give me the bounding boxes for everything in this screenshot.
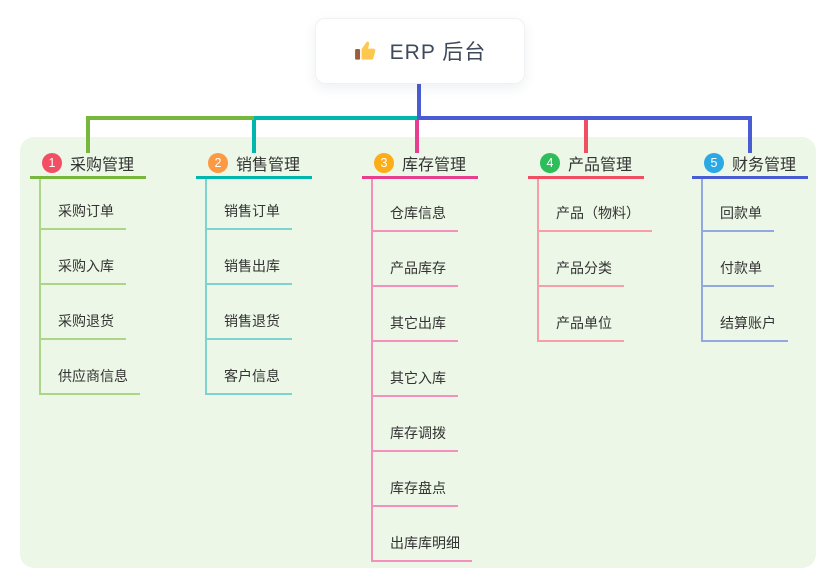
branch-node-product[interactable]: 4 产品管理 bbox=[528, 150, 644, 179]
child-node[interactable]: 产品（物料） bbox=[537, 179, 652, 232]
child-label: 库存盘点 bbox=[390, 480, 446, 496]
child-label: 客户信息 bbox=[224, 368, 280, 384]
branch-number-badge: 4 bbox=[539, 153, 560, 173]
branch-sales: 2 销售管理 销售订单 销售出库 销售退货 客户信息 bbox=[196, 150, 312, 395]
branch-product: 4 产品管理 产品（物料） 产品分类 产品单位 bbox=[528, 150, 652, 342]
branch-number-badge: 3 bbox=[373, 153, 394, 173]
child-label: 产品单位 bbox=[556, 315, 612, 331]
branch-node-purchase[interactable]: 1 采购管理 bbox=[30, 150, 146, 179]
branch-label: 销售管理 bbox=[235, 157, 300, 174]
child-node[interactable]: 产品分类 bbox=[537, 232, 624, 287]
branch-label: 库存管理 bbox=[401, 157, 466, 174]
root-label: ERP 后台 bbox=[389, 41, 487, 64]
branch-label: 产品管理 bbox=[567, 157, 632, 174]
child-label: 结算账户 bbox=[720, 315, 776, 331]
branch-node-sales[interactable]: 2 销售管理 bbox=[196, 150, 312, 179]
child-node[interactable]: 采购退货 bbox=[39, 285, 126, 340]
child-label: 采购入库 bbox=[58, 258, 114, 274]
child-node[interactable]: 销售退货 bbox=[205, 285, 292, 340]
child-label: 其它出库 bbox=[390, 315, 446, 331]
branch-children: 回款单 付款单 结算账户 bbox=[701, 179, 808, 342]
child-label: 销售出库 bbox=[224, 258, 280, 274]
child-label: 库存调拨 bbox=[390, 425, 446, 441]
branch-finance: 5 财务管理 回款单 付款单 结算账户 bbox=[692, 150, 808, 342]
child-node[interactable]: 产品单位 bbox=[537, 287, 624, 342]
branch-number-badge: 1 bbox=[41, 153, 62, 173]
child-node[interactable]: 客户信息 bbox=[205, 340, 292, 395]
child-label: 销售订单 bbox=[224, 203, 280, 219]
child-node[interactable]: 库存调拨 bbox=[371, 397, 458, 452]
branch-node-finance[interactable]: 5 财务管理 bbox=[692, 150, 808, 179]
child-node[interactable]: 库存盘点 bbox=[371, 452, 458, 507]
connector-drop-purchase bbox=[86, 118, 90, 153]
connector-horizontal-green bbox=[86, 116, 256, 120]
child-node[interactable]: 采购入库 bbox=[39, 230, 126, 285]
connector-drop-product bbox=[584, 118, 588, 153]
child-label: 产品（物料） bbox=[556, 205, 640, 221]
child-node[interactable]: 供应商信息 bbox=[39, 340, 140, 395]
child-label: 回款单 bbox=[720, 205, 762, 221]
thumbs-up-icon bbox=[354, 38, 380, 64]
child-node[interactable]: 仓库信息 bbox=[371, 179, 458, 232]
root-node[interactable]: ERP 后台 bbox=[315, 18, 525, 84]
connector-drop-inventory bbox=[415, 118, 419, 153]
child-label: 供应商信息 bbox=[58, 368, 128, 384]
child-label: 出库库明细 bbox=[390, 535, 460, 551]
child-node[interactable]: 其它出库 bbox=[371, 287, 458, 342]
child-label: 付款单 bbox=[720, 260, 762, 276]
child-node[interactable]: 结算账户 bbox=[701, 287, 788, 342]
branch-children: 采购订单 采购入库 采购退货 供应商信息 bbox=[39, 179, 146, 395]
child-label: 采购退货 bbox=[58, 313, 114, 329]
branch-label: 财务管理 bbox=[731, 157, 796, 174]
child-label: 产品分类 bbox=[556, 260, 612, 276]
child-node[interactable]: 出库库明细 bbox=[371, 507, 472, 562]
child-node[interactable]: 其它入库 bbox=[371, 342, 458, 397]
child-node[interactable]: 采购订单 bbox=[39, 179, 126, 230]
branch-label: 采购管理 bbox=[69, 157, 134, 174]
child-node[interactable]: 付款单 bbox=[701, 232, 774, 287]
connector-drop-sales bbox=[252, 118, 256, 153]
mindmap-panel bbox=[20, 137, 816, 568]
branch-purchase: 1 采购管理 采购订单 采购入库 采购退货 供应商信息 bbox=[30, 150, 146, 395]
connector-drop-finance bbox=[748, 118, 752, 153]
child-label: 采购订单 bbox=[58, 203, 114, 219]
child-label: 产品库存 bbox=[390, 260, 446, 276]
child-label: 销售退货 bbox=[224, 313, 280, 329]
child-node[interactable]: 回款单 bbox=[701, 179, 774, 232]
branch-number-badge: 5 bbox=[703, 153, 724, 173]
connector-horizontal-teal bbox=[254, 116, 418, 120]
child-node[interactable]: 销售订单 bbox=[205, 179, 292, 230]
connector-horizontal-blue bbox=[417, 116, 752, 120]
branch-children: 产品（物料） 产品分类 产品单位 bbox=[537, 179, 652, 342]
child-label: 仓库信息 bbox=[390, 205, 446, 221]
connector-root-drop bbox=[417, 84, 421, 120]
child-node[interactable]: 销售出库 bbox=[205, 230, 292, 285]
child-node[interactable]: 产品库存 bbox=[371, 232, 458, 287]
branch-inventory: 3 库存管理 仓库信息 产品库存 其它出库 其它入库 库存调拨 库存盘点 出库库… bbox=[362, 150, 478, 562]
branch-node-inventory[interactable]: 3 库存管理 bbox=[362, 150, 478, 179]
branch-children: 仓库信息 产品库存 其它出库 其它入库 库存调拨 库存盘点 出库库明细 bbox=[371, 179, 478, 562]
branch-number-badge: 2 bbox=[207, 153, 228, 173]
child-label: 其它入库 bbox=[390, 370, 446, 386]
branch-children: 销售订单 销售出库 销售退货 客户信息 bbox=[205, 179, 312, 395]
